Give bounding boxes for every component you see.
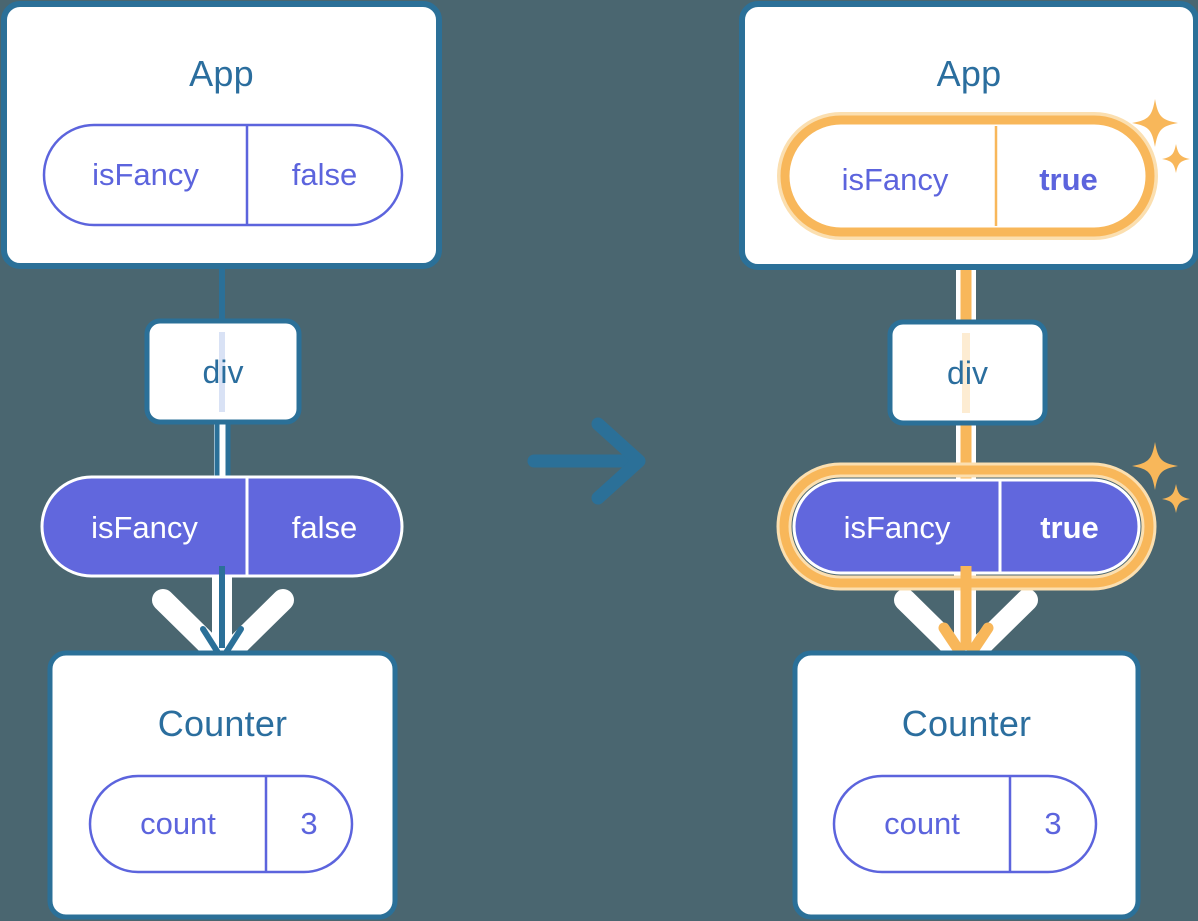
pill-highlight-ring-app-after (780, 115, 1155, 237)
app-state-pill-after (777, 112, 1158, 240)
sparkle-large-icon (1132, 99, 1178, 147)
div-node-after (887, 319, 1048, 426)
sparkle-large-icon (1132, 442, 1178, 490)
sparkle-small-icon (1162, 484, 1190, 513)
counter-state-pill-after (832, 774, 1098, 874)
arrow-right-icon (527, 417, 646, 505)
props-pill-before (40, 475, 404, 578)
div-node-before (144, 318, 302, 425)
counter-state-pill-before (88, 774, 354, 874)
sparkle-small-icon (1162, 144, 1190, 173)
app-state-pill-before (42, 123, 404, 227)
